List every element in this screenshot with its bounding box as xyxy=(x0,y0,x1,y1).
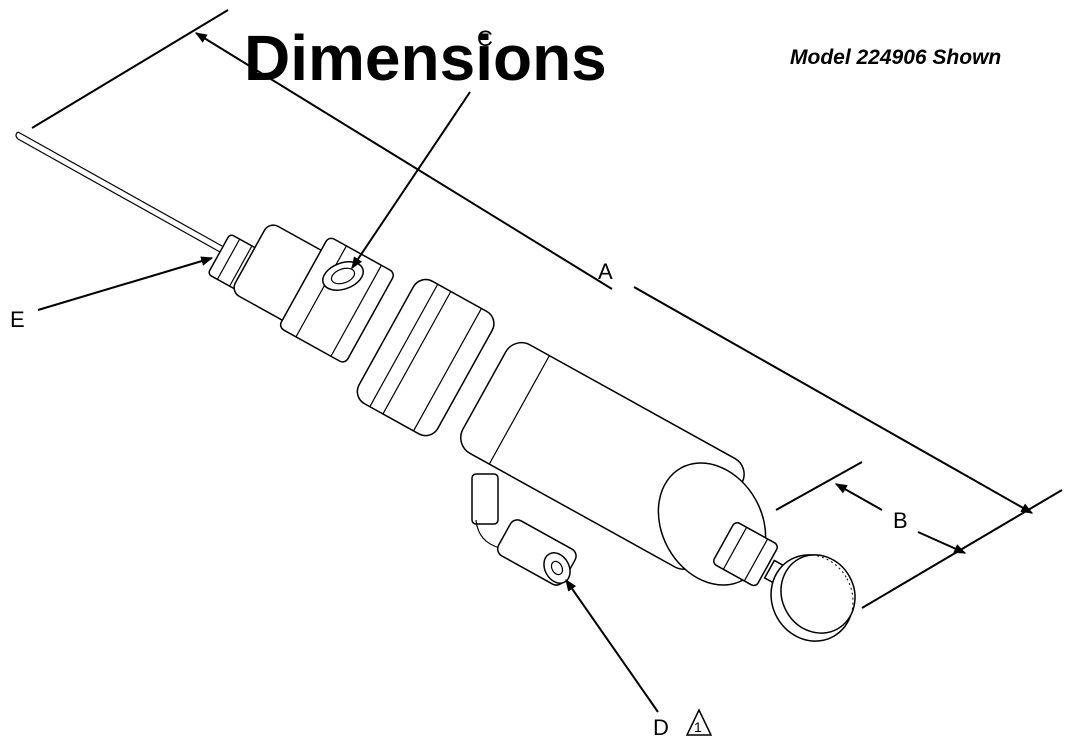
note-triangle-icon: 1 xyxy=(685,708,713,736)
dimension-a: A xyxy=(31,9,1063,609)
dimension-line-a-upper xyxy=(194,32,613,290)
dimension-line-b-lower xyxy=(917,531,967,554)
callout-a-label: A xyxy=(598,259,613,284)
leader-e: E xyxy=(10,256,214,332)
extension-line-a-left xyxy=(31,9,229,129)
leader-d: D 1 xyxy=(565,579,713,740)
dimension-b: B xyxy=(775,461,967,554)
extension-line-b-left xyxy=(775,461,863,511)
model-caption: Model 224906 Shown xyxy=(790,46,1001,69)
note-reference-number: 1 xyxy=(694,719,702,735)
callout-e-label: E xyxy=(10,307,25,332)
callout-c-label: C xyxy=(477,26,493,51)
callout-d-label: D xyxy=(653,715,669,740)
elbow-fitting xyxy=(471,473,577,586)
dimension-line-b-upper xyxy=(834,483,883,511)
regulator-drawing xyxy=(15,131,856,642)
page-title: Dimensions xyxy=(244,22,607,94)
callout-b-label: B xyxy=(893,508,908,533)
leader-c xyxy=(351,91,471,269)
adjustment-knob xyxy=(770,554,856,642)
dimension-line-a-lower xyxy=(633,286,1034,514)
extension-line-a-right xyxy=(861,489,1063,609)
